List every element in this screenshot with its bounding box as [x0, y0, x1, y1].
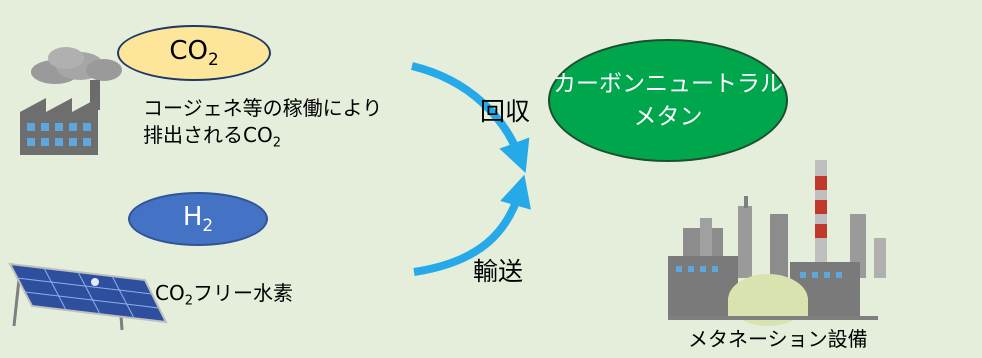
carbon-neutral-methane-bubble: カーボンニュートラル メタン	[548, 39, 788, 162]
co2-bubble: CO2	[117, 25, 271, 81]
factory-icon	[20, 47, 122, 155]
transport-arrow	[413, 174, 531, 276]
h2-bubble-text: H2	[182, 202, 214, 235]
cogeneration-co2-label: コージェネ等の稼働により 排出されるCO2	[143, 96, 383, 151]
recover-label: 回収	[480, 97, 531, 126]
recover-arrow	[411, 62, 530, 173]
solar-panel-icon	[8, 262, 168, 331]
methane-bubble-line1: カーボンニュートラル	[553, 71, 783, 98]
transport-label: 輸送	[473, 257, 524, 286]
methanation-facility-icon	[668, 160, 886, 326]
h2-bubble: H2	[128, 192, 268, 246]
methanation-facility-label: メタネーション設備	[688, 327, 868, 351]
co2-free-hydrogen-label: CO2フリー水素	[155, 281, 293, 309]
co2-bubble-text: CO2	[169, 36, 219, 69]
methane-bubble-line2: メタン	[633, 103, 703, 130]
